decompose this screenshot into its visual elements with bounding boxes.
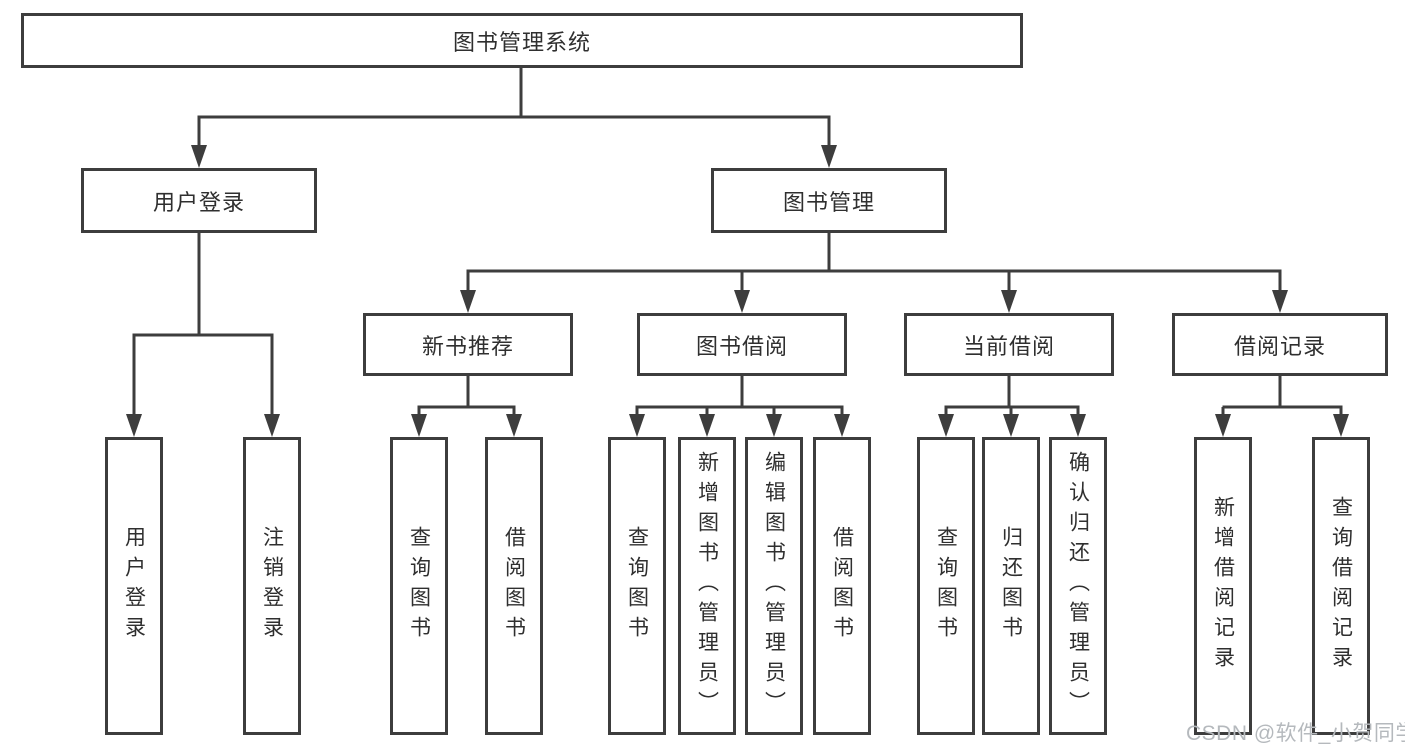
leaf-add-book-admin: 新增图书（管理员）: [678, 437, 736, 735]
node-user-login: 用户登录: [81, 168, 317, 233]
leaf-label: 借阅图书: [502, 526, 526, 646]
node-book-management: 图书管理: [711, 168, 947, 233]
leaf-label: 注销登录: [260, 526, 284, 646]
node-label: 当前借阅: [962, 333, 1055, 359]
leaf-query-books-recommend: 查询图书: [390, 437, 448, 735]
leaf-label: 查询图书: [934, 526, 958, 646]
leaf-label: 归还图书: [999, 526, 1023, 646]
node-book-borrowing: 图书借阅: [637, 313, 847, 376]
leaf-query-books-borrowing: 查询图书: [608, 437, 666, 735]
leaf-label: 编辑图书（管理员）: [762, 451, 786, 721]
node-label: 图书借阅: [695, 333, 788, 359]
leaf-confirm-return-admin: 确认归还（管理员）: [1049, 437, 1107, 735]
node-label: 图书管理系统: [452, 29, 591, 55]
leaf-label: 新增借阅记录: [1211, 496, 1235, 676]
leaf-logout-login: 注销登录: [243, 437, 301, 735]
leaf-borrow-books-borrowing: 借阅图书: [813, 437, 871, 735]
node-label: 借阅记录: [1233, 333, 1326, 359]
leaf-label: 查询借阅记录: [1329, 496, 1353, 676]
leaf-add-borrow-record: 新增借阅记录: [1194, 437, 1252, 735]
leaf-label: 确认归还（管理员）: [1066, 451, 1090, 721]
node-label: 用户登录: [152, 189, 245, 215]
node-current-borrowing: 当前借阅: [904, 313, 1114, 376]
leaf-label: 查询图书: [407, 526, 431, 646]
leaf-label: 查询图书: [625, 526, 649, 646]
leaf-return-books: 归还图书: [982, 437, 1040, 735]
leaf-query-borrow-record: 查询借阅记录: [1312, 437, 1370, 735]
leaf-label: 借阅图书: [830, 526, 854, 646]
leaf-user-login: 用户登录: [105, 437, 163, 735]
leaf-edit-book-admin: 编辑图书（管理员）: [745, 437, 803, 735]
node-label: 图书管理: [782, 189, 875, 215]
leaf-label: 新增图书（管理员）: [695, 451, 719, 721]
leaf-query-books-current: 查询图书: [917, 437, 975, 735]
leaf-borrow-books-recommend: 借阅图书: [485, 437, 543, 735]
node-library-management-system: 图书管理系统: [21, 13, 1023, 68]
csdn-watermark: CSDN @软件_小贺同学: [1186, 722, 1405, 745]
leaf-label: 用户登录: [122, 526, 146, 646]
node-new-book-recommendation: 新书推荐: [363, 313, 573, 376]
node-borrowing-records: 借阅记录: [1172, 313, 1388, 376]
node-label: 新书推荐: [421, 333, 514, 359]
